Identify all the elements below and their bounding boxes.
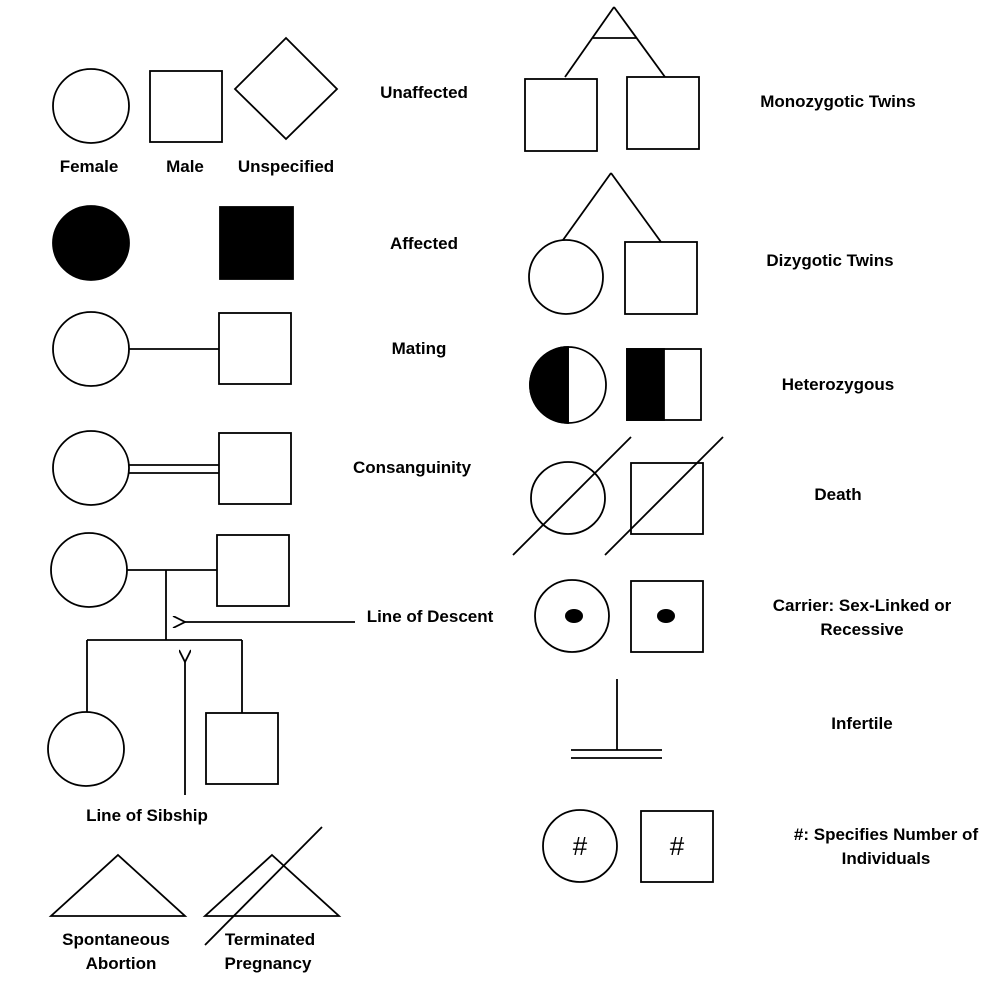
carrier-male-icon xyxy=(630,580,704,653)
parent-male-icon xyxy=(216,534,290,607)
number-female-sign: # xyxy=(573,831,588,861)
dz-twin-female-icon xyxy=(528,239,604,315)
monozygotic-twins-label: Monozygotic Twins xyxy=(760,92,916,111)
dz-twin-male-icon xyxy=(624,241,698,315)
heterozygous-male-icon xyxy=(626,348,702,421)
mating-female-icon xyxy=(52,311,130,387)
unaffected-label: Unaffected xyxy=(380,83,468,102)
dz-twin-right-branch xyxy=(610,172,662,243)
consanguinity-row: Consanguinity xyxy=(52,430,472,506)
parent-female-icon xyxy=(50,532,128,608)
number-label-1: #: Specifies Number of xyxy=(794,825,979,844)
deceased-female-icon xyxy=(530,461,606,535)
female-label: Female xyxy=(60,157,119,176)
dz-twin-left-branch xyxy=(562,172,612,241)
deceased-male-icon xyxy=(630,462,704,535)
spontaneous-abortion-label-1: Spontaneous xyxy=(62,930,170,949)
consanguinity-female-icon xyxy=(52,430,130,506)
infertile-row: Infertile xyxy=(571,679,893,759)
carrier-label-1: Carrier: Sex-Linked or xyxy=(773,596,952,615)
mating-row: Mating xyxy=(52,311,447,387)
male-square-icon xyxy=(149,70,223,143)
unspecified-label: Unspecified xyxy=(238,157,334,176)
consanguinity-male-icon xyxy=(218,432,292,505)
heterozygous-male-fill xyxy=(626,348,665,421)
infertile-label: Infertile xyxy=(831,714,892,733)
mating-label: Mating xyxy=(392,339,447,358)
line-of-descent-label: Line of Descent xyxy=(367,607,494,626)
affected-row: Affected xyxy=(52,205,458,281)
number-male-icon xyxy=(640,810,714,883)
spontaneous-abortion-label-2: Abortion xyxy=(86,954,157,973)
number-of-individuals-row: # # #: Specifies Number of Individuals xyxy=(542,809,979,883)
number-male-sign: # xyxy=(670,831,685,861)
affected-label: Affected xyxy=(390,234,458,253)
carrier-label-2: Recessive xyxy=(820,620,903,639)
mz-twin-left-branch xyxy=(564,6,615,78)
carrier-male-dot-icon xyxy=(657,609,675,623)
monozygotic-twins-row: Monozygotic Twins xyxy=(524,6,916,152)
unspecified-diamond-icon xyxy=(233,36,339,141)
heterozygous-row: Heterozygous xyxy=(529,346,894,424)
affected-female-icon xyxy=(52,205,130,281)
terminated-pregnancy-label-2: Pregnancy xyxy=(225,954,312,973)
terminated-pregnancy-slash xyxy=(204,826,323,946)
carrier-row: Carrier: Sex-Linked or Recessive xyxy=(534,579,952,653)
line-of-sibship-label: Line of Sibship xyxy=(86,806,208,825)
child-male-icon xyxy=(205,712,279,785)
unaffected-row: Female Male Unspecified Unaffected xyxy=(52,36,468,176)
death-label: Death xyxy=(814,485,861,504)
spontaneous-abortion-triangle-icon xyxy=(48,853,188,917)
terminated-pregnancy-triangle-icon xyxy=(202,853,342,917)
dizygotic-twins-label: Dizygotic Twins xyxy=(766,251,893,270)
heterozygous-female-fill xyxy=(529,346,569,424)
mz-twin-right-square-icon xyxy=(626,76,700,150)
female-circle-icon xyxy=(52,68,130,144)
mz-twin-right-branch xyxy=(613,6,666,78)
death-row: Death xyxy=(512,436,862,556)
family-example: Line of Descent Line of Sibship xyxy=(47,532,494,825)
consanguinity-label: Consanguinity xyxy=(353,458,472,477)
child-female-icon xyxy=(47,711,125,787)
carrier-female-icon xyxy=(534,579,610,653)
number-female-icon xyxy=(542,809,618,883)
terminated-pregnancy-label-1: Terminated xyxy=(225,930,315,949)
number-label-2: Individuals xyxy=(842,849,931,868)
mz-twin-left-square-icon xyxy=(524,78,598,152)
deceased-male-slash xyxy=(604,436,724,556)
affected-male-icon xyxy=(219,206,294,280)
mating-male-icon xyxy=(218,312,292,385)
carrier-female-dot-icon xyxy=(565,609,583,623)
deceased-female-slash xyxy=(512,436,632,556)
pregnancy-row: Spontaneous Abortion Terminated Pregnanc… xyxy=(48,826,342,973)
male-label: Male xyxy=(166,157,204,176)
dizygotic-twins-row: Dizygotic Twins xyxy=(528,172,894,315)
heterozygous-label: Heterozygous xyxy=(782,375,894,394)
